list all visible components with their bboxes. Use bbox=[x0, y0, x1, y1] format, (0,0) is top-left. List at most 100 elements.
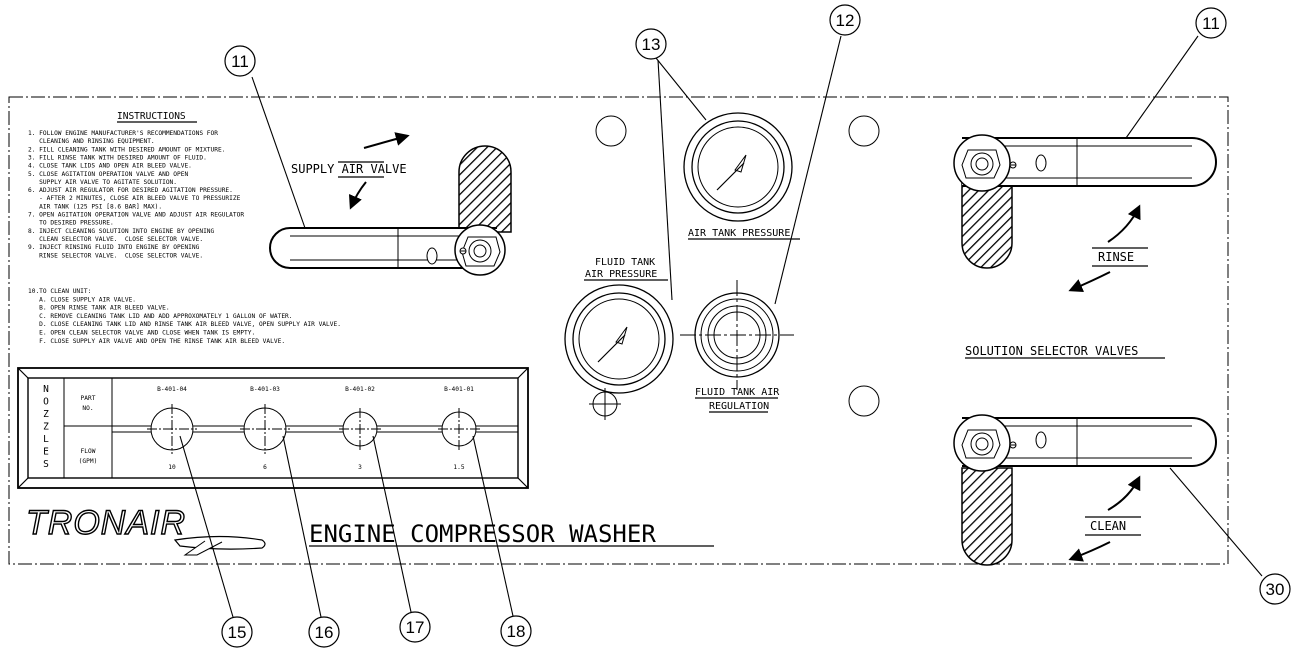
callout-number: 30 bbox=[1266, 580, 1285, 599]
callout-number: 12 bbox=[836, 11, 855, 30]
arrow-icon bbox=[1068, 271, 1111, 293]
instruction-line: 4. CLOSE TANK LIDS AND OPEN AIR BLEED VA… bbox=[28, 163, 192, 170]
nozzle-flow: 10 bbox=[168, 464, 176, 471]
supply-air-valve-label: SUPPLY AIR VALVE bbox=[291, 162, 407, 176]
callout-number: 11 bbox=[1202, 14, 1220, 33]
callout-number: 13 bbox=[642, 35, 661, 54]
instruction-line: 10.TO CLEAN UNIT: bbox=[28, 288, 91, 295]
slot-icon bbox=[426, 247, 438, 265]
callout-17-nozzle: 17 bbox=[372, 435, 431, 643]
instruction-line: 7. OPEN AGITATION OPERATION VALVE AND AD… bbox=[28, 212, 244, 219]
valve-handle[interactable] bbox=[962, 417, 1217, 467]
instruction-line: 9. INJECT RINSING FLUID INTO ENGINE BY O… bbox=[28, 244, 200, 251]
panel-outline bbox=[8, 96, 1229, 565]
instruction-line: 8. INJECT CLEANING SOLUTION INTO ENGINE … bbox=[28, 228, 215, 235]
instruction-line: CLEANING AND RINSING EQUIPMENT. bbox=[28, 138, 155, 145]
solution-selector-valves-label: SOLUTION SELECTOR VALVES bbox=[965, 344, 1138, 358]
instruction-line: CLEAN SELECTOR VALVE. CLOSE SELECTOR VAL… bbox=[28, 236, 203, 243]
instruction-line: RINSE SELECTOR VALVE. CLOSE SELECTOR VAL… bbox=[28, 252, 203, 259]
clean-selector-valve[interactable]: CLEAN bbox=[953, 414, 1217, 566]
rinse-label: RINSE bbox=[1098, 250, 1134, 264]
arrow-icon bbox=[363, 132, 410, 149]
instruction-line: F. CLOSE SUPPLY AIR VALVE AND OPEN THE R… bbox=[28, 338, 285, 345]
nozzle-part-no: B-401-03 bbox=[250, 386, 280, 393]
callout-number: 16 bbox=[315, 623, 334, 642]
instructions-clean-steps: 10.TO CLEAN UNIT: A. CLOSE SUPPLY AIR VA… bbox=[28, 288, 341, 345]
nozzle-item: B-401-03 6 bbox=[240, 386, 290, 471]
engine-compressor-washer-title: ENGINE COMPRESSOR WASHER bbox=[309, 520, 656, 548]
instruction-line: - AFTER 2 MINUTES, CLOSE AIR BLEED VALVE… bbox=[28, 195, 241, 202]
instruction-line: D. CLOSE CLEANING TANK LID AND RINSE TAN… bbox=[28, 321, 341, 328]
fluid-tank-air-regulation-label-2: REGULATION bbox=[709, 401, 769, 412]
callout-11-supply: 11 bbox=[224, 45, 306, 229]
callout-12-regulator: 12 bbox=[774, 4, 861, 305]
fluid-tank-air-pressure-gauge: FLUID TANK AIR PRESSURE bbox=[564, 257, 674, 420]
callout-13-gauges: 13 bbox=[635, 28, 707, 301]
slot-icon bbox=[1035, 431, 1047, 449]
nozzle-flow: 6 bbox=[263, 464, 267, 471]
instructions-steps: 1. FOLLOW ENGINE MANUFACTURER'S RECOMMEN… bbox=[28, 130, 244, 259]
callout-16-nozzle: 16 bbox=[282, 435, 340, 648]
instruction-line: A. CLOSE SUPPLY AIR VALVE. bbox=[28, 296, 136, 303]
fluid-tank-air-regulation-label-1: FLUID TANK AIR bbox=[695, 387, 780, 398]
part-no-label-2: NO. bbox=[82, 405, 93, 412]
mounting-hole bbox=[595, 115, 627, 147]
valve-handle[interactable] bbox=[962, 137, 1217, 187]
nozzles-letter: S bbox=[43, 459, 49, 470]
supply-air-valve[interactable]: SUPPLY AIR VALVE bbox=[269, 132, 512, 276]
air-tank-pressure-label: AIR TANK PRESSURE bbox=[688, 228, 790, 239]
callout-18-nozzle: 18 bbox=[472, 435, 532, 647]
instruction-line: TO DESIRED PRESSURE. bbox=[28, 220, 114, 227]
nozzle-part-no: B-401-02 bbox=[345, 386, 375, 393]
instruction-line: 1. FOLLOW ENGINE MANUFACTURER'S RECOMMEN… bbox=[28, 130, 218, 137]
instruction-line: 5. CLOSE AGITATION OPERATION VALVE AND O… bbox=[28, 171, 188, 178]
tronair-logo: TRONAIR bbox=[25, 503, 266, 556]
nozzles-letter: Z bbox=[43, 422, 49, 433]
instruction-line: SUPPLY AIR VALVE TO AGITATE SOLUTION. bbox=[28, 179, 177, 186]
callout-number: 15 bbox=[228, 623, 247, 642]
callout-number: 18 bbox=[507, 622, 526, 641]
nozzles-letter: Z bbox=[43, 409, 49, 420]
instruction-line: AIR TANK (125 PSI [8.6 BAR] MAX). bbox=[28, 203, 162, 210]
fluid-tank-label-2: AIR PRESSURE bbox=[585, 269, 657, 280]
fluid-tank-label-1: FLUID TANK bbox=[595, 257, 655, 268]
valve-handle[interactable] bbox=[269, 227, 497, 269]
hatched-grip bbox=[458, 145, 512, 233]
instruction-line: 3. FILL RINSE TANK WITH DESIRED AMOUNT O… bbox=[28, 154, 207, 161]
mounting-hole bbox=[848, 115, 880, 147]
arrow-icon bbox=[1107, 204, 1141, 243]
slot-icon bbox=[1035, 154, 1047, 172]
arrow-icon bbox=[348, 181, 367, 210]
hatched-grip bbox=[961, 467, 1013, 566]
callout-30-clean: 30 bbox=[1169, 467, 1291, 605]
part-no-label-1: PART bbox=[81, 395, 96, 402]
mounting-hole bbox=[848, 385, 880, 417]
rinse-selector-valve[interactable]: RINSE bbox=[953, 134, 1217, 293]
fluid-tank-air-regulator: FLUID TANK AIR REGULATION bbox=[680, 280, 794, 413]
flow-label-1: FLOW bbox=[81, 448, 96, 455]
nozzles-letter: L bbox=[43, 434, 49, 445]
nozzles-letter: N bbox=[43, 384, 49, 395]
callout-number: 17 bbox=[406, 618, 425, 637]
callout-number: 11 bbox=[231, 52, 249, 71]
arrow-icon bbox=[1068, 541, 1111, 562]
instructions-block: INSTRUCTIONS 1. FOLLOW ENGINE MANUFACTUR… bbox=[28, 111, 341, 345]
callout-15-nozzle: 15 bbox=[179, 435, 253, 648]
nozzle-item: B-401-011.5 bbox=[438, 386, 480, 471]
instruction-line: E. OPEN CLEAN SELECTOR VALVE AND CLOSE W… bbox=[28, 330, 255, 337]
callout-11-rinse: 11 bbox=[1125, 7, 1227, 139]
nozzles-letter: E bbox=[43, 447, 49, 458]
instruction-line: 2. FILL CLEANING TANK WITH DESIRED AMOUN… bbox=[28, 146, 225, 153]
nozzles-letter: O bbox=[43, 397, 49, 408]
air-tank-pressure-gauge: AIR TANK PRESSURE bbox=[683, 112, 800, 240]
instruction-line: 6. ADJUST AIR REGULATOR FOR DESIRED AGIT… bbox=[28, 187, 233, 194]
flow-label-2: (GPM) bbox=[79, 458, 98, 465]
instructions-title: INSTRUCTIONS bbox=[117, 111, 186, 122]
nozzle-flow: 3 bbox=[358, 464, 362, 471]
nozzle-item: B-401-02 3 bbox=[339, 386, 381, 471]
